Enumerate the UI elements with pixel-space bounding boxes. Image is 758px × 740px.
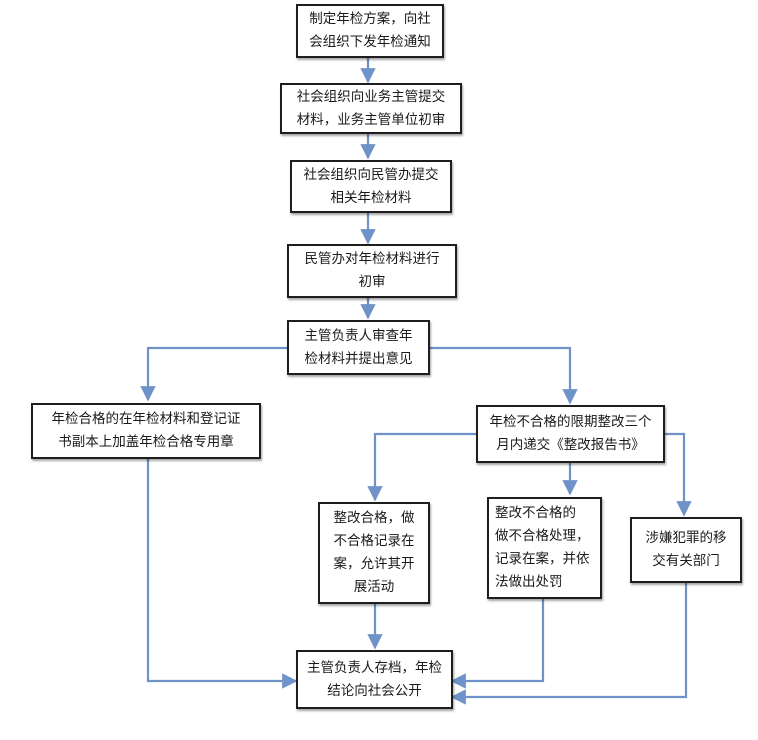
node-qualified-stamp: 年检合格的在年检材料和登记证 书副本上加盖年检合格专用章 bbox=[31, 403, 261, 459]
node-supervisor-review: 主管负责人审查年 检材料并提出意见 bbox=[287, 320, 430, 375]
edge-n6-n11 bbox=[146, 458, 298, 689]
edge-n7-n10 bbox=[664, 432, 692, 517]
edge-n10-n11 bbox=[450, 582, 688, 705]
node-annual-inspection-plan: 制定年检方案，向社 会组织下发年检通知 bbox=[296, 4, 444, 58]
node-label: 制定年检方案，向社 会组织下发年检通知 bbox=[309, 11, 431, 50]
node-archive-publicize: 主管负责人存档，年检 结论向社会公开 bbox=[296, 650, 453, 709]
node-label: 整改不合格的 做不合格处理， 记录在案，并依 法做出处罚 bbox=[495, 505, 590, 590]
node-label: 涉嫌犯罪的移 交有关部门 bbox=[645, 530, 727, 569]
node-label: 社会组织向业务主管提交 材料，业务主管单位初审 bbox=[296, 88, 446, 128]
node-label: 整改合格，做 不合格记录在 案，允许其开 展活动 bbox=[333, 510, 415, 595]
node-rectify-qualified: 整改合格，做 不合格记录在 案，允许其开 展活动 bbox=[318, 502, 430, 604]
edge-n7-n8 bbox=[367, 432, 476, 502]
node-label: 年检合格的在年检材料和登记证 书副本上加盖年检合格专用章 bbox=[51, 411, 241, 450]
node-label: 社会组织向民管办提交 相关年检材料 bbox=[303, 166, 439, 206]
node-label: 主管负责人存档，年检 结论向社会公开 bbox=[307, 659, 442, 699]
node-unqualified-rectify: 年检不合格的限期整改三个 月内递交《整改报告书》 bbox=[476, 405, 665, 463]
node-submit-to-supervisor: 社会组织向业务主管提交 材料，业务主管单位初审 bbox=[280, 83, 462, 134]
node-label: 年检不合格的限期整改三个 月内递交《整改报告书》 bbox=[489, 414, 652, 453]
node-label: 民管办对年检材料进行 初审 bbox=[304, 251, 440, 290]
node-label: 主管负责人审查年 检材料并提出意见 bbox=[304, 327, 413, 367]
node-submit-to-civil-office: 社会组织向民管办提交 相关年检材料 bbox=[290, 160, 452, 213]
node-rectify-unqualified: 整改不合格的 做不合格处理， 记录在案，并依 法做出处罚 bbox=[487, 497, 602, 599]
edge-n5-n7 bbox=[430, 346, 578, 405]
edge-n9-n11 bbox=[450, 598, 545, 689]
edge-n5-n6 bbox=[140, 346, 287, 402]
node-civil-office-review: 民管办对年检材料进行 初审 bbox=[287, 244, 457, 298]
node-criminal-referral: 涉嫌犯罪的移 交有关部门 bbox=[630, 517, 742, 583]
